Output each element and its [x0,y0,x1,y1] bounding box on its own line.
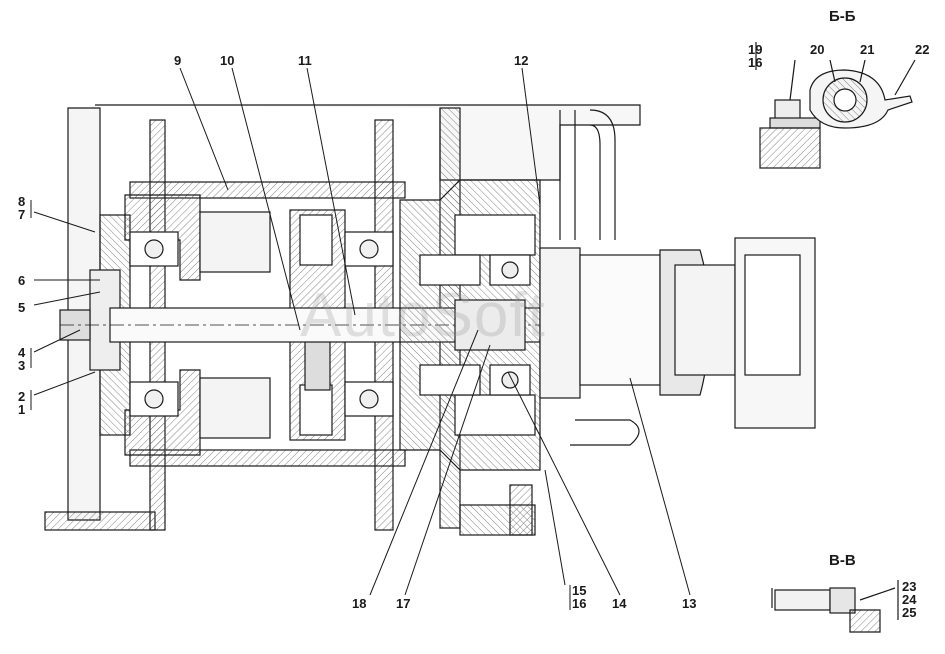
callout-3: 3 [18,358,26,373]
callout-1: 1 [18,402,26,417]
callout-17: 17 [396,596,411,611]
callout-16-bb: 16 [748,55,763,70]
main-assembly [44,104,816,536]
leader-lines [30,67,691,610]
callout-18: 18 [352,596,367,611]
section-vv-detail [771,580,899,633]
callout-10: 10 [220,53,235,68]
callout-25: 25 [902,605,917,620]
section-bb-detail [755,42,916,169]
section-bb-title: Б-Б [829,8,856,25]
callout-5: 5 [18,300,26,315]
callout-15: 15 [572,583,587,598]
callout-8: 8 [18,194,26,209]
callout-12: 12 [514,53,529,68]
callout-6: 6 [18,273,26,288]
callout-20: 20 [810,42,825,57]
callout-11: 11 [298,53,312,68]
callout-21: 21 [860,42,875,57]
callout-14: 14 [612,596,627,611]
callout-2: 2 [18,389,26,404]
section-vv-title: В-В [829,552,856,569]
callout-4: 4 [18,345,26,360]
callout-23: 23 [902,579,917,594]
callout-13: 13 [682,596,697,611]
callout-19: 19 [748,42,763,57]
callout-7: 7 [18,207,26,222]
callout-22: 22 [915,42,930,57]
callout-9: 9 [174,53,182,68]
callout-24: 24 [902,592,917,607]
callout-16: 16 [572,596,587,611]
